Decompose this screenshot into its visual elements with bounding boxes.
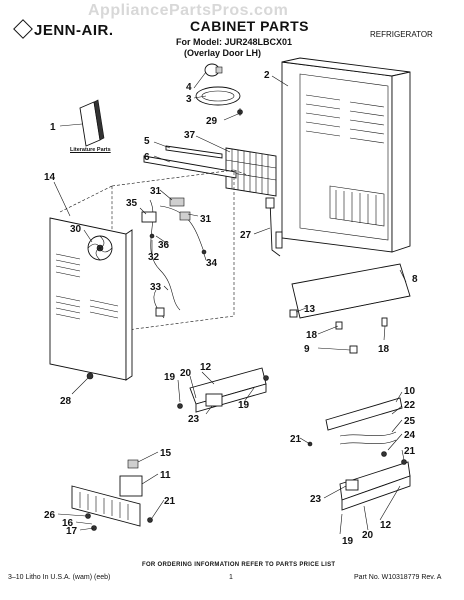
leader-lines [53, 71, 407, 535]
model-line: For Model: JUR248LBCX01 [176, 37, 293, 47]
page-number: 1 [229, 574, 233, 581]
callout-30: 30 [70, 224, 82, 235]
callout-23-a: 23 [188, 414, 200, 425]
page-title: CABINET PARTS [190, 18, 310, 34]
callout-25: 25 [404, 416, 416, 427]
literature-parts-label: Literature Parts [70, 147, 111, 153]
callout-4: 4 [186, 82, 192, 93]
cover-screw[interactable] [237, 108, 243, 116]
callout-9: 9 [304, 344, 310, 355]
drain-tube[interactable] [265, 197, 283, 257]
callout-20-b: 20 [362, 530, 374, 541]
callout-34: 34 [206, 258, 218, 269]
top-bracket[interactable] [165, 145, 223, 159]
callout-6: 6 [144, 152, 150, 163]
brand-name: JENN-AIR. [34, 22, 114, 39]
callout-28: 28 [60, 396, 72, 407]
callout-18-a: 18 [306, 330, 318, 341]
condenser-fan[interactable] [87, 235, 113, 261]
cabinet-liner[interactable] [281, 57, 411, 253]
condenser-coil[interactable] [225, 147, 277, 197]
callout-29: 29 [206, 116, 218, 127]
callout-19-a: 19 [164, 372, 176, 383]
callout-17: 17 [66, 526, 78, 537]
callout-8: 8 [412, 274, 418, 285]
brand-logo: JENN-AIR. [13, 19, 114, 39]
callout-19-c: 19 [342, 536, 354, 547]
callout-18-b: 18 [378, 344, 390, 355]
callout-31-a: 31 [150, 186, 162, 197]
wire-lead-right[interactable] [307, 431, 407, 465]
callout-31-b: 31 [200, 214, 212, 225]
callout-16: 16 [62, 518, 74, 529]
shelf-supports[interactable] [289, 309, 388, 354]
side-rail-right[interactable] [325, 397, 411, 511]
callout-21-a: 21 [290, 434, 302, 445]
callout-10: 10 [404, 386, 416, 397]
callout-11: 11 [160, 470, 171, 481]
callout-numbers: 1 2 3 4 29 5 6 37 14 31 35 30 36 32 31 3… [44, 70, 418, 547]
rear-access-panel[interactable] [49, 217, 133, 381]
appliance-type: REFRIGERATOR [370, 30, 433, 39]
light-bulb[interactable] [204, 63, 223, 77]
callout-19-b: 19 [238, 400, 250, 411]
harness-clips[interactable] [149, 233, 207, 317]
variant-line: (Overlay Door LH) [184, 48, 262, 58]
callout-5: 5 [144, 136, 150, 147]
base-rail-upper[interactable] [177, 367, 269, 413]
callout-24: 24 [404, 430, 416, 441]
relay-bracket[interactable] [141, 197, 191, 223]
callout-1: 1 [50, 122, 56, 133]
callout-13: 13 [304, 304, 316, 315]
model-info: For Model: JUR248LBCX01 (Overlay Door LH… [176, 37, 292, 59]
callout-35: 35 [126, 198, 138, 209]
callout-23-b: 23 [310, 494, 322, 505]
callout-15: 15 [160, 448, 172, 459]
callout-12-a: 12 [200, 362, 212, 373]
shelf-panel[interactable] [291, 263, 411, 319]
print-info: 3–10 Litho In U.S.A. (wam) (eeb) [8, 574, 111, 581]
literature-booklet[interactable] [79, 99, 105, 147]
callout-12-b: 12 [380, 520, 392, 531]
light-shield[interactable] [195, 86, 241, 106]
callout-32: 32 [148, 252, 160, 263]
callout-21-c: 21 [164, 496, 176, 507]
callout-2: 2 [264, 70, 270, 81]
ordering-note: FOR ORDERING INFORMATION REFER TO PARTS … [142, 562, 336, 568]
front-trim-bar[interactable] [143, 155, 237, 179]
panel-screw[interactable] [86, 372, 94, 380]
watermark: AppliancePartsPros.com [88, 2, 289, 19]
bottom-grille[interactable] [71, 459, 153, 531]
callout-33: 33 [150, 282, 162, 293]
callout-3: 3 [186, 94, 192, 105]
callout-37: 37 [184, 130, 196, 141]
callout-36: 36 [158, 240, 170, 251]
callout-21-b: 21 [404, 446, 416, 457]
callout-27: 27 [240, 230, 252, 241]
callout-20-a: 20 [180, 368, 192, 379]
callout-26: 26 [44, 510, 56, 521]
callout-22: 22 [404, 400, 416, 411]
callout-14: 14 [44, 172, 56, 183]
part-number: Part No. W10318779 Rev. A [354, 574, 442, 581]
